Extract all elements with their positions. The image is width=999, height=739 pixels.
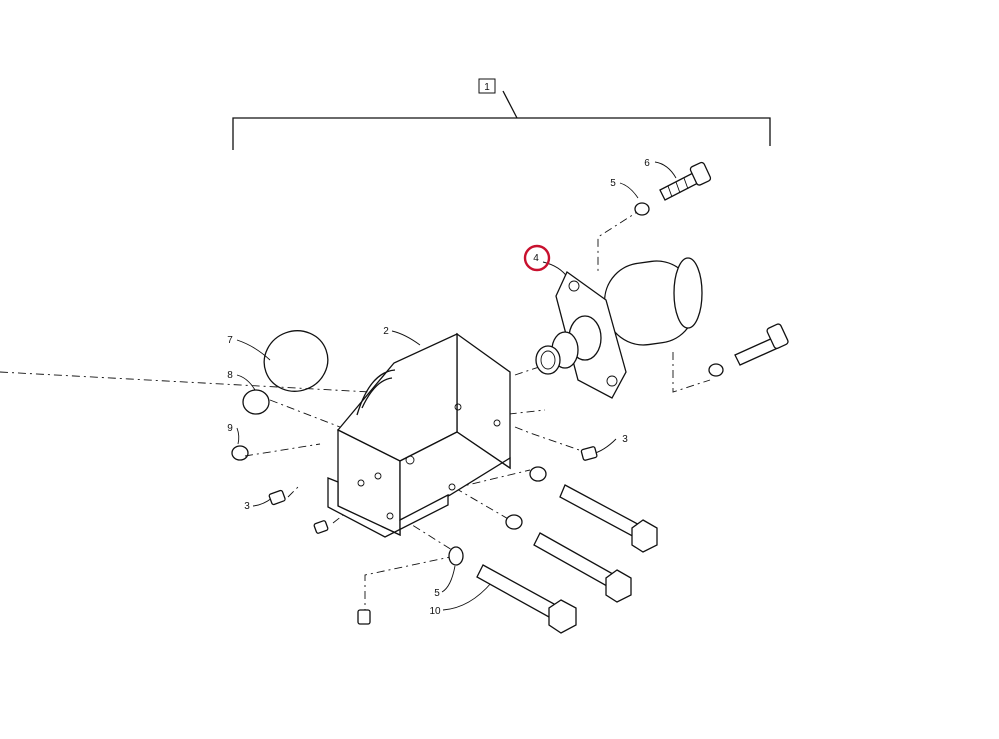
- bolt-right-upper[interactable]: [529, 466, 658, 553]
- plug-left[interactable]: [268, 489, 286, 506]
- screw-right[interactable]: [708, 323, 789, 377]
- washer-bottom[interactable]: [448, 546, 464, 566]
- oring-small[interactable]: [231, 445, 249, 461]
- bolt-right-lower[interactable]: [505, 514, 632, 603]
- callout-9[interactable]: 9: [227, 423, 233, 434]
- bolt-long[interactable]: [476, 564, 577, 634]
- callout-2[interactable]: 2: [383, 326, 389, 337]
- highlight-ring: [523, 244, 551, 272]
- callout-8[interactable]: 8: [227, 370, 233, 381]
- callout-10[interactable]: 10: [429, 606, 441, 617]
- callout-3-left[interactable]: 3: [244, 501, 250, 512]
- valve-cartridge[interactable]: [535, 256, 703, 399]
- oring-medium[interactable]: [242, 389, 270, 415]
- callout-5-top[interactable]: 5: [610, 178, 616, 189]
- oring-large[interactable]: [256, 322, 337, 400]
- leader-lines: [236, 161, 677, 611]
- callout-3-right[interactable]: 3: [622, 434, 628, 445]
- callout-5-bottom[interactable]: 5: [434, 588, 440, 599]
- plug-small[interactable]: [313, 520, 329, 534]
- assembly-bracket: [232, 78, 771, 150]
- plug-right[interactable]: [580, 446, 598, 461]
- screw-top[interactable]: [659, 161, 712, 201]
- valve-body[interactable]: [327, 332, 511, 538]
- callout-7[interactable]: 7: [227, 335, 233, 346]
- callout-1[interactable]: 1: [484, 82, 490, 93]
- callout-4[interactable]: 4: [533, 253, 539, 264]
- callout-6[interactable]: 6: [644, 158, 650, 169]
- plug-bottom[interactable]: [357, 609, 371, 625]
- washer-top[interactable]: [634, 202, 650, 216]
